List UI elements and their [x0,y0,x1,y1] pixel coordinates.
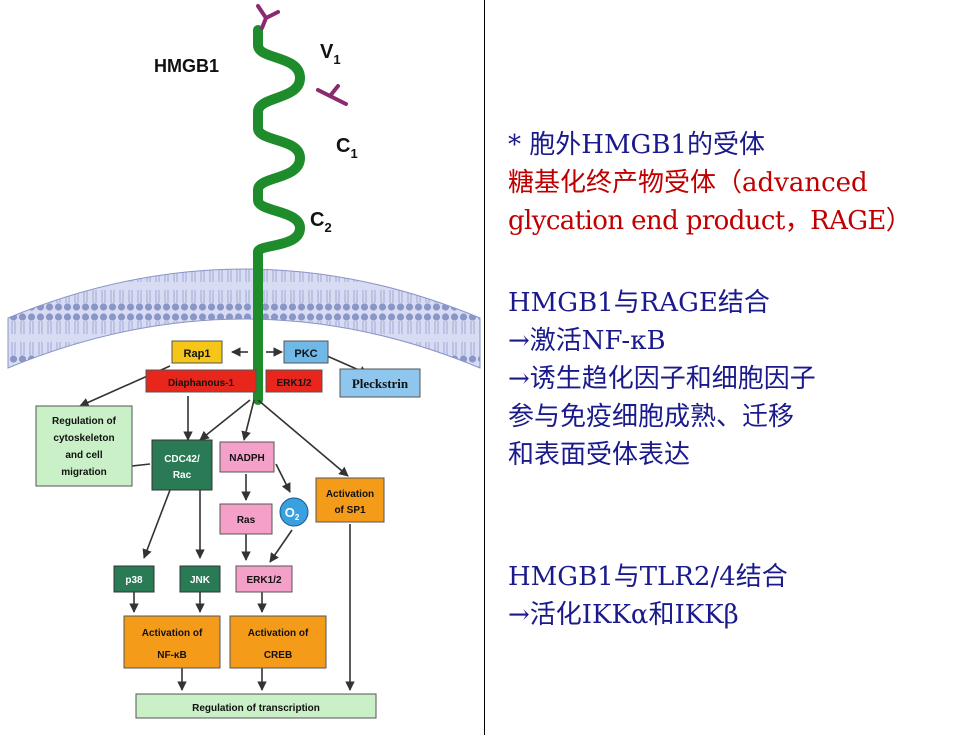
rage-receptor [253,25,306,405]
svg-text:p38: p38 [125,575,143,586]
nadph-box: NADPH [219,441,275,473]
svg-text:ERK1/2: ERK1/2 [276,378,311,389]
svg-text:Activation: Activation [326,489,374,500]
creb-box: Activation of CREB [229,615,327,669]
c1-label: C1 [336,135,358,161]
erk-top-box: ERK1/2 [265,369,323,393]
vertical-divider [484,0,485,735]
o2-circle: O2 [279,497,309,527]
svg-text:Activation of: Activation of [248,628,309,639]
v1-label: V1 [320,41,341,67]
svg-text:CDC42/: CDC42/ [164,454,200,465]
hmgb1-pathway-diagram: HMGB1 V1 C1 C2 Rap1 PKC Diaphanou [7,4,481,719]
text-line-5: →激活NF-κB [508,326,666,356]
svg-text:Diaphanous-1: Diaphanous-1 [168,378,235,389]
svg-text:O2: O2 [285,505,300,522]
svg-text:and cell: and cell [65,450,102,461]
pleckstrin-box: Pleckstrin [339,368,421,398]
text-line-3: glycation end product，RAGE） [508,206,912,236]
svg-text:NF-κB: NF-κB [157,650,186,661]
text-line-9: HMGB1与TLR2/4结合 [508,562,788,592]
sp1-box: Activation of SP1 [315,477,385,523]
text-line-7: 参与免疫细胞成熟、迁移 [508,402,795,432]
text-line-10: →活化IKKα和IKKβ [508,600,739,630]
svg-text:Regulation of: Regulation of [52,416,117,427]
text-line-4: HMGB1与RAGE结合 [508,288,770,318]
svg-text:CREB: CREB [264,650,292,661]
nfkb-box: Activation of NF-κB [123,615,221,669]
svg-text:Pleckstrin: Pleckstrin [352,376,409,391]
rap1-box: Rap1 [171,340,223,364]
pkc-box: PKC [283,340,329,364]
svg-text:of SP1: of SP1 [334,505,366,516]
v-domain-marks [256,4,348,106]
svg-text:Activation of: Activation of [142,628,203,639]
text-line-2: 糖基化终产物受体（advanced [508,168,868,198]
diaphanous-box: Diaphanous-1 [145,369,257,393]
text-line-1: * 胞外HMGB1的受体 [508,130,765,160]
jnk-box: JNK [179,565,221,593]
cytoskeleton-box: Regulation of cytoskeleton and cell migr… [35,405,133,487]
svg-text:migration: migration [61,467,107,478]
svg-text:JNK: JNK [190,575,211,586]
cell-membrane [7,268,481,369]
text-line-6: →诱生趋化因子和细胞因子 [508,364,816,394]
transcription-box: Regulation of transcription [135,693,377,719]
hmgb1-label: HMGB1 [154,56,219,76]
svg-text:cytoskeleton: cytoskeleton [53,433,114,444]
text-line-8: 和表面受体表达 [508,440,691,470]
svg-text:NADPH: NADPH [229,453,265,464]
svg-text:Rap1: Rap1 [184,348,211,360]
svg-text:PKC: PKC [294,348,317,360]
cdc42-box: CDC42/ Rac [151,439,213,491]
c2-label: C2 [310,209,332,235]
svg-text:Rac: Rac [173,470,192,481]
p38-box: p38 [113,565,155,593]
svg-text:ERK1/2: ERK1/2 [246,575,281,586]
svg-text:Regulation of transcription: Regulation of transcription [192,703,320,714]
erk-bottom-box: ERK1/2 [235,565,293,593]
ras-box: Ras [219,503,273,535]
svg-text:Ras: Ras [237,515,256,526]
